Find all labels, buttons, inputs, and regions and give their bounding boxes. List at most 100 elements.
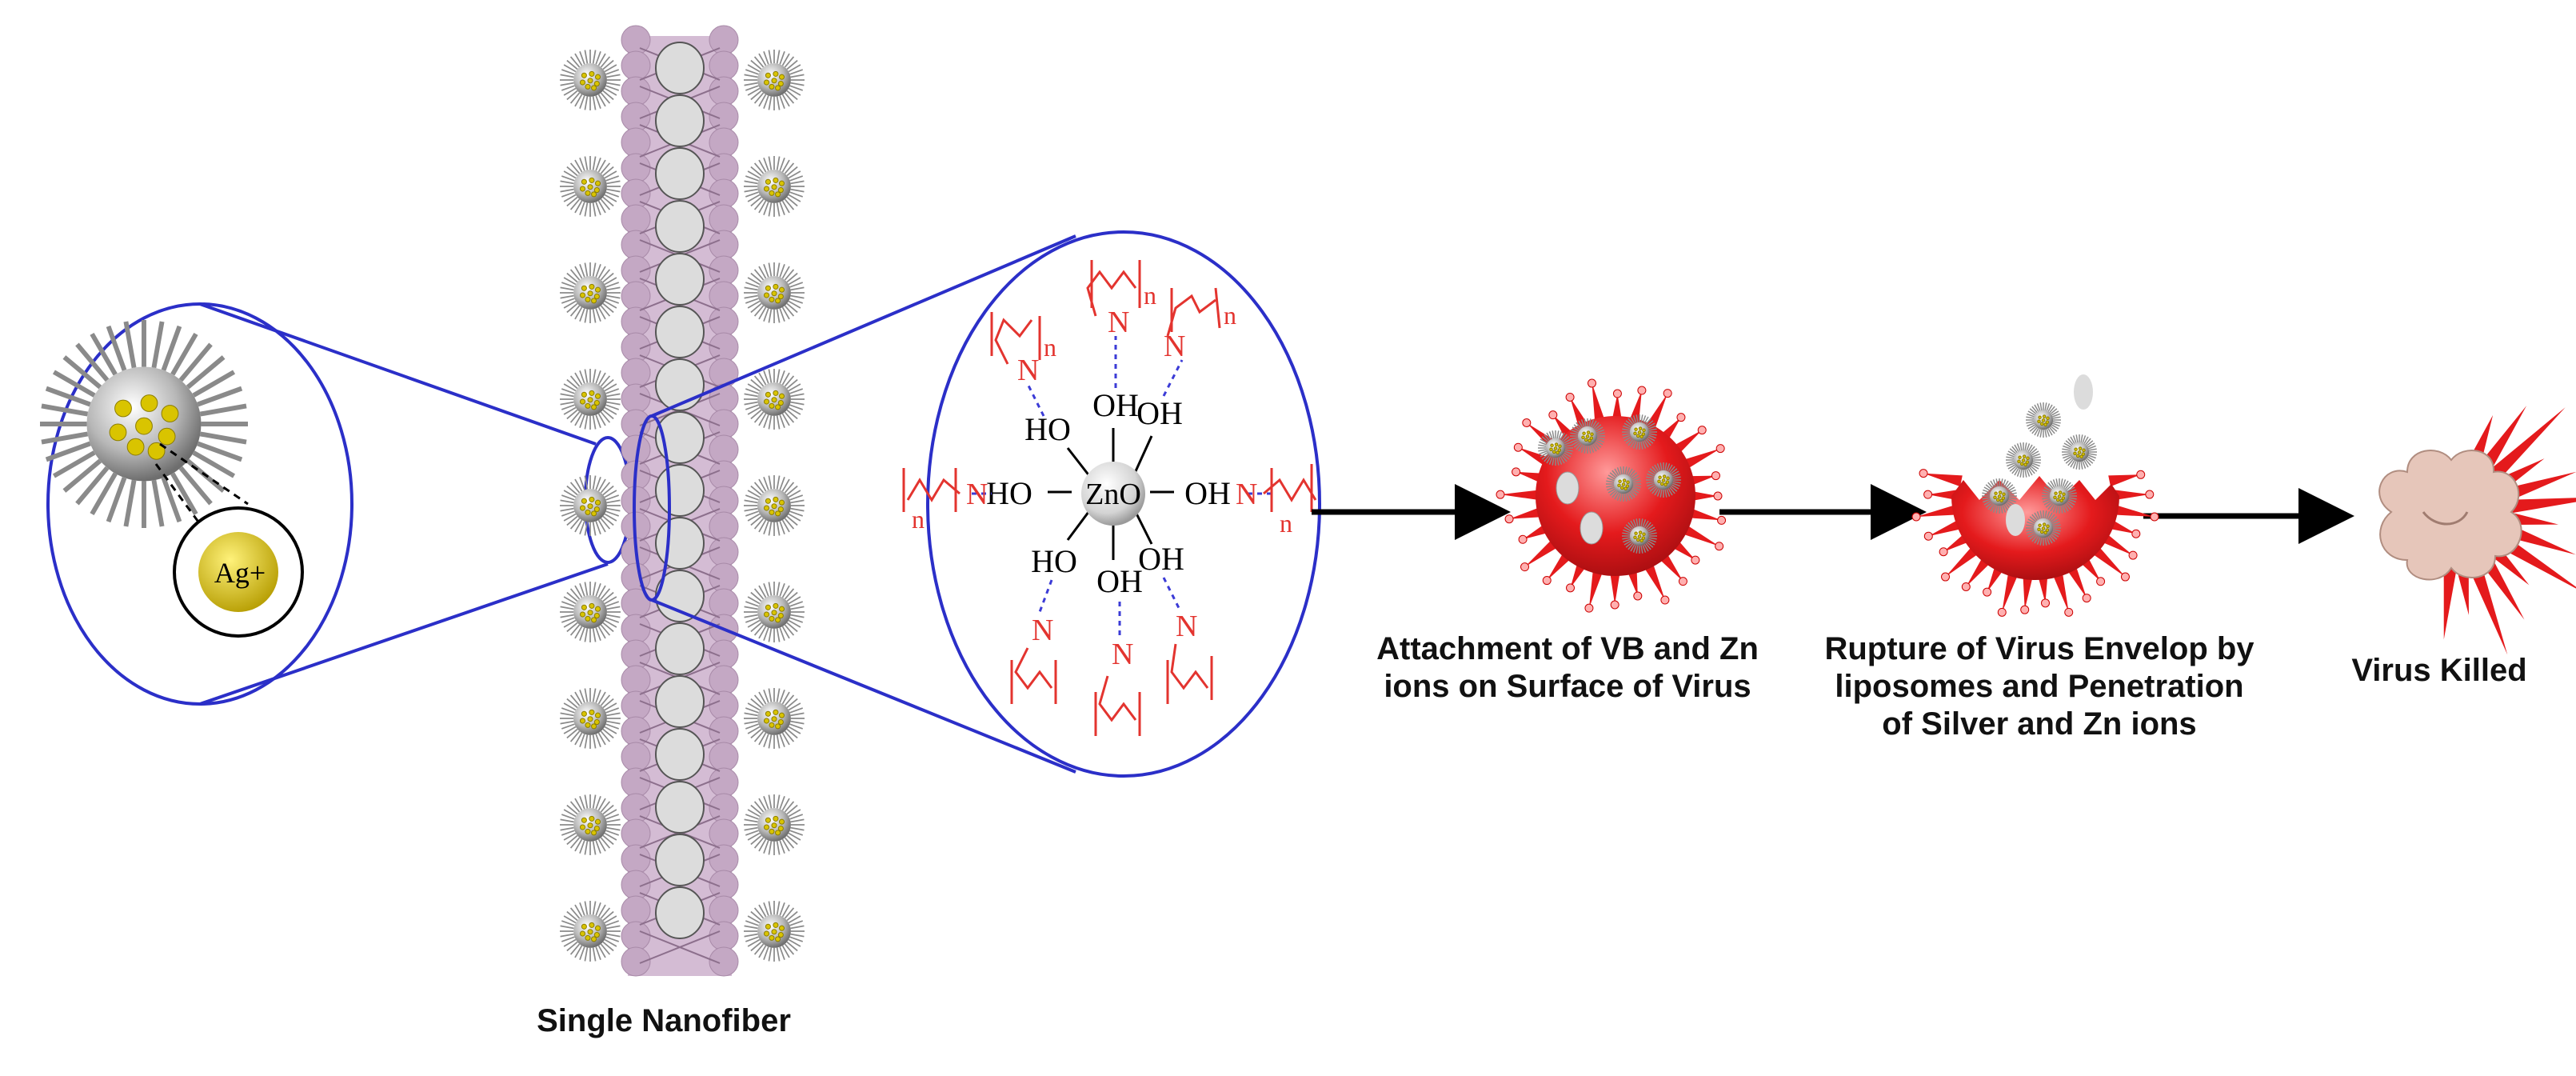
lipid-tail [606,393,621,398]
lipid-tail [597,200,606,214]
silver-nanoparticle [2019,462,2024,466]
lipid-tail [595,689,601,703]
lipid-tail [602,196,614,207]
lipid-tail [595,902,601,916]
lipid-tail [566,728,578,739]
lipid-tail [595,414,601,429]
silver-nanoparticle [591,830,597,836]
lipid-tail [569,588,581,600]
lipid-tail [779,689,785,703]
lipid-tail [574,478,583,492]
lipid-tail [604,702,617,711]
lipid-tail [2052,505,2057,513]
lipid-tail [786,409,798,420]
lipid-tail [1631,474,1639,480]
lipid-tail [606,712,621,717]
lipid-tail [776,475,781,490]
liposome-small [560,369,621,430]
lipid-tail [1538,449,1547,452]
silver-nanoparticle [763,611,770,618]
lipid-tail [560,712,574,717]
silver-nanoparticle [775,85,781,91]
lipid-tail [584,262,589,277]
lipid-tail [768,475,773,490]
virus-spike [1500,489,1544,501]
lipid-tail [561,388,575,394]
spike-tip [2120,572,2130,582]
lipid-tail [560,720,574,725]
lipid-tail [789,723,804,730]
lipid-tail [592,734,597,749]
silver-nanoparticle [1658,475,1662,479]
lipid-tail [776,156,781,170]
lipid-tail [561,617,575,623]
silver-nanoparticle [765,285,771,291]
attached-liposome [1622,518,1657,554]
silver-nanoparticle [126,438,145,456]
liposome-small [744,262,805,323]
lipid-tail [784,943,795,955]
lipid-tail [786,698,798,709]
liposome-column [560,50,805,962]
lipid-tail [600,411,611,423]
silver-nanoparticle [763,186,770,192]
fiber-oval [655,517,705,570]
burst-ray [2485,407,2566,485]
lipid-tail [1626,467,1631,475]
lipid-tail [747,726,761,734]
spike-tip [2020,605,2030,614]
lipid-tail [1540,438,1548,444]
lipid-tail [1647,484,1655,490]
lipid-tail [750,591,762,602]
lipid-tail [744,933,758,938]
fiber-bead [709,588,739,618]
lipid-tail [745,298,759,304]
lipid-tail [1669,466,1675,474]
silver-nanoparticle [1558,444,1562,449]
silver-nanoparticle [777,294,784,300]
lipid-tail [605,298,620,304]
lipid-tail [592,582,597,596]
lipid-tail [584,734,589,749]
zno-zoom-callout: ZnO OH OH HO HO OH HO OH OH N N N N N [633,230,1321,778]
spike-tip [1711,471,1720,481]
silver-nanoparticle [2077,450,2082,454]
silver-nanoparticle [2054,491,2058,495]
liposome-small [560,582,621,642]
fiber-bead [709,690,739,721]
lipid-tail [569,730,581,742]
lipid-tail [1580,419,1585,427]
lipid-tail [758,732,767,746]
silver-nanoparticle [771,290,777,297]
lipid-tail [2063,480,2069,488]
fiber-bead [621,127,651,158]
lipid-tail [605,936,620,942]
lipid-tail [1552,457,1555,466]
lipid-tail [1623,434,1631,439]
spike-tip [1637,386,1647,395]
lipid-tail [2046,537,2051,545]
lipid-tail [584,50,589,64]
spike-tip [1584,603,1594,613]
lipid-tail [2019,442,2023,451]
lipid-tail [1593,422,1600,430]
fiber-oval [655,147,705,200]
lipid-tail [605,282,620,288]
lipid-tail [1619,466,1623,475]
lipid-tail [600,694,611,706]
liposome-small [744,688,805,749]
lipid-tail [2087,442,2095,448]
lipid-tail [1573,424,1581,430]
spike-tip [1566,583,1576,593]
lipid-tail [788,726,801,734]
lipid-tail [753,907,765,919]
lipid-tail [123,479,137,527]
silver-nanoparticle [769,402,775,409]
hydroxyl-top-b: OH [1136,395,1183,431]
silver-nanoparticle [2046,416,2050,421]
nitrogen-top-left: N [1017,354,1039,387]
lipid-tail [2007,453,2015,458]
silver-nanoparticle [777,719,784,726]
lipid-tail [605,85,620,91]
lipid-tail [579,308,585,322]
